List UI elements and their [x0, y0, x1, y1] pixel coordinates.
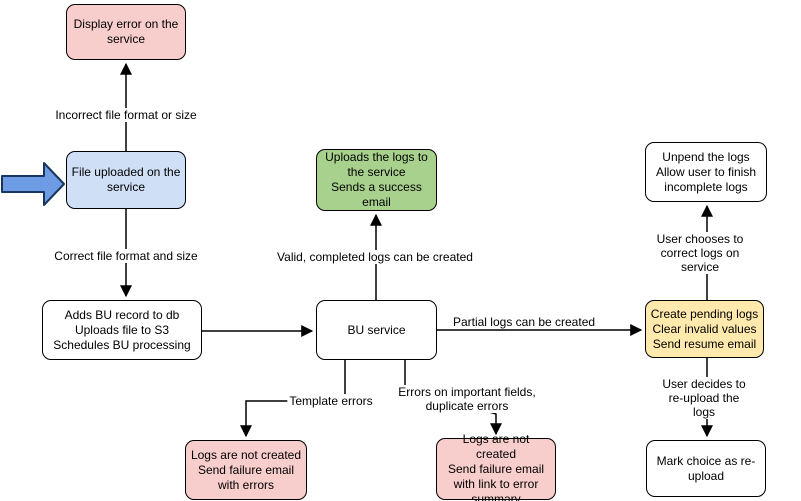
node-uploads-logs-success: Uploads the logs to the service Sends a …: [316, 149, 437, 211]
edge-label-template-errors: Template errors: [287, 394, 375, 408]
node-file-uploaded: File uploaded on the service: [66, 151, 186, 209]
edge-label-user-corrects: User chooses to correct logs on service: [649, 232, 751, 274]
edge-label-correct-format: Correct file format and size: [52, 249, 200, 263]
node-create-pending-logs: Create pending logs Clear invalid values…: [645, 300, 764, 358]
edge-label-partial-logs: Partial logs can be created: [450, 315, 598, 329]
node-adds-bu-record: Adds BU record to db Uploads file to S3 …: [42, 300, 202, 360]
edge-label-field-errors: Errors on important fields, duplicate er…: [396, 385, 538, 413]
edge-label-user-reuploads: User decides to re-upload the logs: [655, 377, 753, 419]
node-failure-with-summary: Logs are not created Send failure email …: [436, 432, 556, 501]
node-bu-service: BU service: [316, 300, 437, 360]
node-failure-with-errors: Logs are not created Send failure email …: [185, 440, 307, 500]
entry-arrow-icon: [1, 162, 65, 206]
edge-label-valid-logs: Valid, completed logs can be created: [275, 250, 475, 264]
edge-label-incorrect-format: Incorrect file format or size: [53, 108, 199, 122]
node-unpend-logs: Unpend the logs Allow user to finish inc…: [645, 142, 767, 202]
node-display-error: Display error on the service: [66, 4, 186, 60]
node-mark-reupload: Mark choice as re- upload: [646, 440, 766, 497]
